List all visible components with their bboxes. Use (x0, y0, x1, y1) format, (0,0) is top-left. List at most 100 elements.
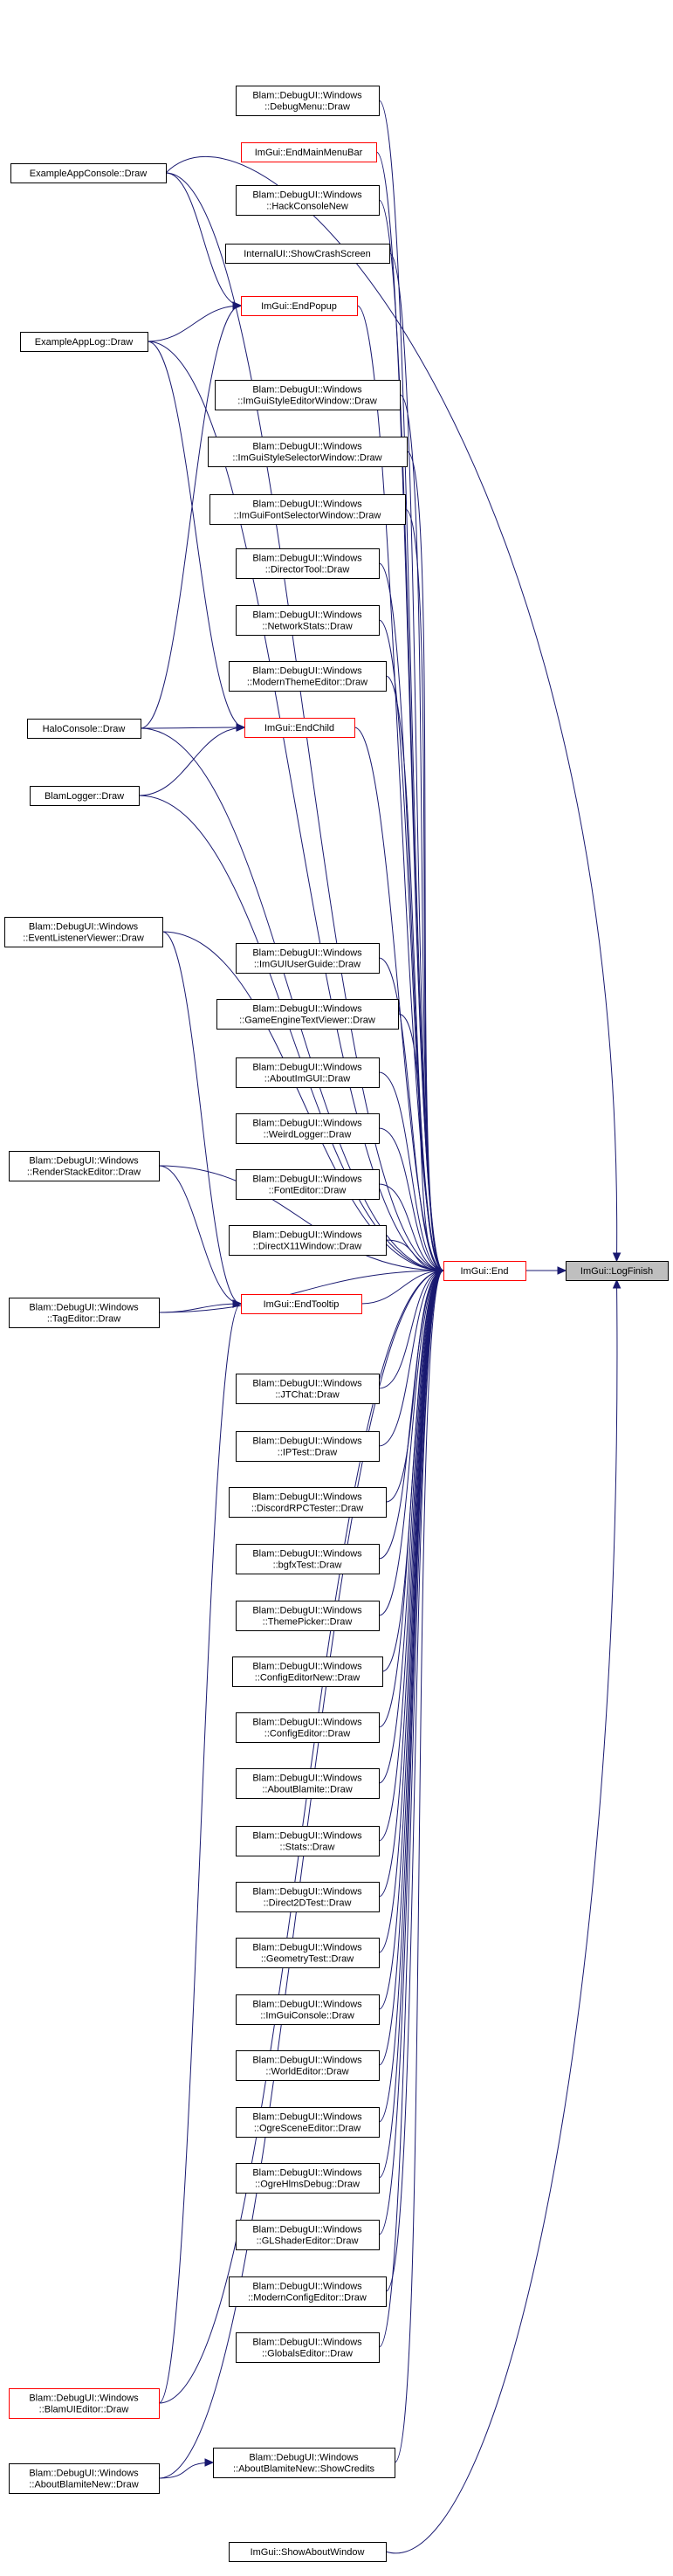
node-globalseditor[interactable]: Blam::DebugUI::Windows::GlobalsEditor::D… (236, 2332, 380, 2363)
node-box (30, 786, 140, 806)
node-box (209, 494, 406, 525)
node-exampleappconsole[interactable]: ExampleAppConsole::Draw (10, 163, 167, 183)
node-configeditor[interactable]: Blam::DebugUI::Windows::ConfigEditor::Dr… (236, 1712, 380, 1743)
edge-line (378, 1270, 444, 2348)
node-label: ::AboutBlamite::Draw (262, 1785, 352, 1795)
node-label: Blam::DebugUI::Windows (252, 2282, 362, 2292)
node-imguistyleeditor[interactable]: Blam::DebugUI::Windows::ImGuiStyleEditor… (215, 380, 401, 410)
node-ogrehlmsdebug[interactable]: Blam::DebugUI::Windows::OgreHlmsDebug::D… (236, 2163, 380, 2194)
node-logfinish[interactable]: ImGui::LogFinish (566, 1261, 669, 1281)
node-label: InternalUI::ShowCrashScreen (244, 249, 371, 259)
node-geometrytest[interactable]: Blam::DebugUI::Windows::GeometryTest::Dr… (236, 1938, 380, 1968)
edge-line (378, 1270, 444, 1842)
node-haloconsole[interactable]: HaloConsole::Draw (27, 719, 141, 739)
node-tageditor[interactable]: Blam::DebugUI::Windows::TagEditor::Draw (9, 1298, 160, 1328)
node-box (216, 999, 399, 1030)
node-endchild[interactable]: ImGui::EndChild (244, 718, 355, 738)
node-modernthemeeditor[interactable]: Blam::DebugUI::Windows::ModernThemeEdito… (229, 661, 387, 692)
edge-exampleappconsole-to-endpopup (165, 172, 243, 310)
node-stats[interactable]: Blam::DebugUI::Windows::Stats::Draw (236, 1826, 380, 1856)
node-exampleapplog[interactable]: ExampleAppLog::Draw (20, 332, 148, 352)
node-blamlogger[interactable]: BlamLogger::Draw (30, 786, 140, 806)
edge-blamlogger-to-end (138, 795, 445, 1275)
node-endpopup[interactable]: ImGui::EndPopup (241, 296, 358, 316)
node-label: ::DiscordRPCTester::Draw (251, 1504, 363, 1514)
node-label: Blam::DebugUI::Windows (252, 1004, 362, 1015)
node-iptest[interactable]: Blam::DebugUI::Windows::IPTest::Draw (236, 1431, 380, 1462)
edge-line (378, 1270, 444, 2066)
edge-exampleappconsole-to-logfinish (165, 156, 621, 1263)
node-label: Blam::DebugUI::Windows (252, 2000, 362, 2010)
node-imguifontselector[interactable]: Blam::DebugUI::Windows::ImGuiFontSelecto… (209, 494, 406, 525)
node-label: ::BlamUIEditor::Draw (39, 2405, 129, 2415)
node-label: ExampleAppLog::Draw (35, 337, 134, 348)
node-label: ::GlobalsEditor::Draw (262, 2349, 353, 2359)
node-label: ::RenderStackEditor::Draw (27, 1167, 141, 1178)
node-glshadereditor[interactable]: Blam::DebugUI::Windows::GLShaderEditor::… (236, 2220, 380, 2250)
edge-line (406, 451, 444, 1271)
node-box (236, 1882, 380, 1912)
node-aboutblamite[interactable]: Blam::DebugUI::Windows::AboutBlamite::Dr… (236, 1768, 380, 1799)
node-weirdlogger[interactable]: Blam::DebugUI::Windows::WeirdLogger::Dra… (236, 1113, 380, 1144)
node-box (236, 86, 380, 116)
node-end[interactable]: ImGui::End (443, 1261, 526, 1281)
node-showcredits[interactable]: Blam::DebugUI::Windows::AboutBlamiteNew:… (213, 2448, 395, 2478)
node-blamuieditor[interactable]: Blam::DebugUI::Windows::BlamUIEditor::Dr… (9, 2388, 160, 2419)
node-configeditornew[interactable]: Blam::DebugUI::Windows::ConfigEditorNew:… (232, 1656, 383, 1687)
node-label: ::ThemePicker::Draw (263, 1617, 353, 1628)
node-renderstack[interactable]: Blam::DebugUI::Windows::RenderStackEdito… (9, 1151, 160, 1181)
edge-arrowhead (612, 1252, 621, 1263)
node-label: Blam::DebugUI::Windows (252, 1436, 362, 1447)
node-showaboutwindow[interactable]: ImGui::ShowAboutWindow (229, 2542, 387, 2562)
node-box (20, 332, 148, 352)
node-label: Blam::DebugUI::Windows (252, 1831, 362, 1842)
node-label: Blam::DebugUI::Windows (252, 554, 362, 564)
edge-line (378, 1270, 444, 1728)
node-discordrpctester[interactable]: Blam::DebugUI::Windows::DiscordRPCTester… (229, 1487, 387, 1518)
node-directx11window[interactable]: Blam::DebugUI::Windows::DirectX11Window:… (229, 1225, 387, 1256)
node-themepicker[interactable]: Blam::DebugUI::Windows::ThemePicker::Dra… (236, 1601, 380, 1631)
edge-line (158, 1270, 444, 1313)
node-showcrashscreen[interactable]: InternalUI::ShowCrashScreen (225, 244, 390, 264)
node-ogresceneeditor[interactable]: Blam::DebugUI::Windows::OgreSceneEditor:… (236, 2107, 380, 2138)
node-label: ImGui::LogFinish (580, 1266, 653, 1277)
edge-line (158, 2462, 214, 2479)
node-worldeditor[interactable]: Blam::DebugUI::Windows::WorldEditor::Dra… (236, 2050, 380, 2081)
node-directortool[interactable]: Blam::DebugUI::Windows::DirectorTool::Dr… (236, 548, 380, 579)
node-imguiuserguide[interactable]: Blam::DebugUI::Windows::ImGUIUserGuide::… (236, 943, 380, 974)
node-imguistyleselector[interactable]: Blam::DebugUI::Windows::ImGuiStyleSelect… (208, 437, 408, 467)
node-box (236, 1544, 380, 1574)
edge-line (138, 795, 444, 1271)
edge-networkstats-to-end (378, 619, 445, 1275)
node-direct2dtest[interactable]: Blam::DebugUI::Windows::Direct2DTest::Dr… (236, 1882, 380, 1912)
node-aboutimgui[interactable]: Blam::DebugUI::Windows::AboutImGUI::Draw (236, 1057, 380, 1088)
node-fonteditor[interactable]: Blam::DebugUI::Windows::FontEditor::Draw (236, 1169, 380, 1200)
edge-line (165, 172, 242, 307)
node-endmainmenubar[interactable]: ImGui::EndMainMenuBar (241, 142, 377, 162)
node-box (215, 380, 401, 410)
node-gameenginetextviewer[interactable]: Blam::DebugUI::Windows::GameEngineTextVi… (216, 999, 399, 1030)
node-modernconfigeditor[interactable]: Blam::DebugUI::Windows::ModernConfigEdit… (229, 2276, 387, 2307)
node-bgfxtest[interactable]: Blam::DebugUI::Windows::bgfxTest::Draw (236, 1544, 380, 1574)
node-label: Blam::DebugUI::Windows (252, 1606, 362, 1616)
node-eventlistener[interactable]: Blam::DebugUI::Windows::EventListenerVie… (4, 917, 163, 947)
node-box (9, 2388, 160, 2419)
node-box (236, 2332, 380, 2363)
node-debugmenu[interactable]: Blam::DebugUI::Windows::DebugMenu::Draw (236, 86, 380, 116)
node-box (236, 1768, 380, 1799)
node-jtchat[interactable]: Blam::DebugUI::Windows::JTChat::Draw (236, 1374, 380, 1404)
node-hackconsolenew[interactable]: Blam::DebugUI::Windows::HackConsoleNew (236, 185, 380, 216)
node-networkstats[interactable]: Blam::DebugUI::Windows::NetworkStats::Dr… (236, 605, 380, 636)
node-box (236, 1712, 380, 1743)
edge-imguifontselector-to-end (404, 508, 445, 1275)
node-endtooltip[interactable]: ImGui::EndTooltip (241, 1294, 362, 1314)
node-imguiconsole[interactable]: Blam::DebugUI::Windows::ImGuiConsole::Dr… (236, 1994, 380, 2025)
node-label: Blam::DebugUI::Windows (29, 922, 139, 933)
node-aboutblamitenew[interactable]: Blam::DebugUI::Windows::AboutBlamiteNew:… (9, 2463, 160, 2494)
edge-line (385, 1279, 618, 2554)
node-label: ::NetworkStats::Draw (262, 622, 352, 632)
edge-line (147, 305, 242, 342)
edge-blamlogger-to-endchild (138, 723, 246, 796)
node-box (236, 185, 380, 216)
node-label: ::AboutBlamiteNew::Draw (29, 2480, 138, 2490)
